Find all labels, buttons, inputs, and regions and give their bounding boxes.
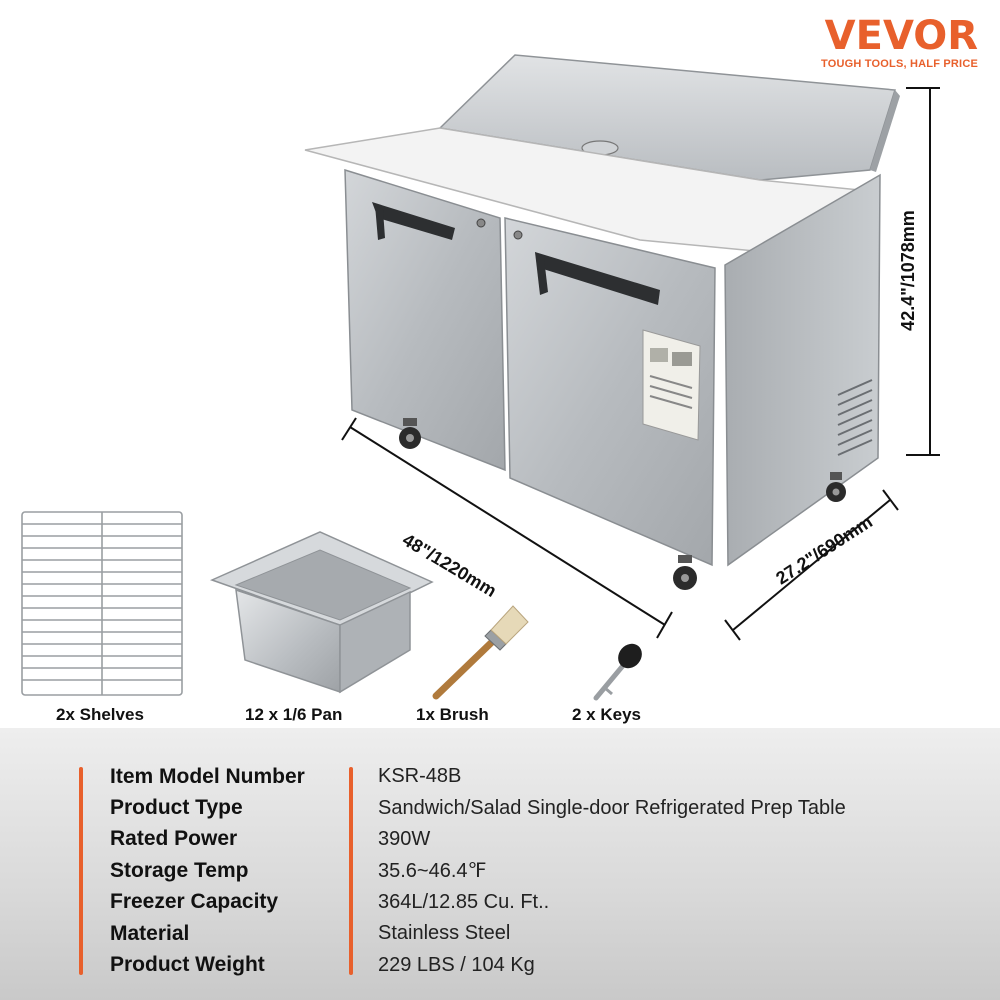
right-door[interactable] xyxy=(504,217,716,567)
spec-label: Item Model Number xyxy=(110,764,305,788)
dimension-lines xyxy=(341,87,940,641)
product-illustration xyxy=(21,54,940,701)
brand-block: VEVOR TOUGH TOOLS, HALF PRICE xyxy=(821,14,978,70)
wire-shelf-icon xyxy=(21,511,183,696)
spec-label: Rated Power xyxy=(110,827,238,851)
spec-label: Storage Temp xyxy=(110,858,249,882)
key-icon xyxy=(593,643,642,701)
brush-icon xyxy=(432,605,529,700)
spec-value: Stainless Steel xyxy=(378,922,511,945)
spec-accent-bar-middle xyxy=(349,767,353,975)
spec-row: Material Stainless Steel xyxy=(110,918,990,949)
accessory-label-shelves: 2x Shelves xyxy=(56,705,144,724)
left-door[interactable] xyxy=(344,168,506,472)
spec-row: Product Weight 229 LBS / 104 Kg xyxy=(110,949,990,980)
brand-logo: VEVOR xyxy=(824,13,978,59)
spec-sticker xyxy=(642,329,701,441)
pan-icon xyxy=(209,531,434,694)
spec-row: Item Model Number KSR-48B xyxy=(110,761,990,792)
spec-accent-bar-left xyxy=(79,767,83,975)
spec-panel xyxy=(0,728,1000,1000)
spec-row: Freezer Capacity 364L/12.85 Cu. Ft.. xyxy=(110,887,990,918)
spec-label: Product Weight xyxy=(110,953,265,977)
spec-row: Rated Power 390W xyxy=(110,824,990,855)
left-lock-icon xyxy=(476,218,486,228)
spec-value: 35.6~46.4℉ xyxy=(378,860,487,883)
brand-tagline: TOUGH TOOLS, HALF PRICE xyxy=(821,58,978,70)
spec-row: Product Type Sandwich/Salad Single-door … xyxy=(110,792,990,823)
height-dimension-label: 42.4"/1078mm xyxy=(897,210,918,331)
spec-label: Freezer Capacity xyxy=(110,890,279,914)
caster-wheels xyxy=(399,418,846,590)
left-door-handle-icon[interactable] xyxy=(372,202,455,240)
spec-value: KSR-48B xyxy=(378,765,462,788)
vent-grille xyxy=(837,379,873,456)
spec-row: Storage Temp 35.6~46.4℉ xyxy=(110,855,990,886)
prep-table-unit xyxy=(304,54,900,590)
spec-table: Item Model Number KSR-48B Product Type S… xyxy=(110,761,990,981)
right-door-handle-icon[interactable] xyxy=(535,252,660,305)
right-lock-icon xyxy=(513,230,523,240)
spec-value: 364L/12.85 Cu. Ft.. xyxy=(378,890,550,913)
spec-label: Product Type xyxy=(110,796,243,820)
spec-value: 229 LBS / 104 Kg xyxy=(378,953,535,976)
accessory-label-brush: 1x Brush xyxy=(416,705,489,724)
spec-value: Sandwich/Salad Single-door Refrigerated … xyxy=(378,796,846,819)
spec-value: 390W xyxy=(378,827,431,850)
accessory-label-keys: 2 x Keys xyxy=(572,705,641,724)
spec-label: Material xyxy=(110,921,190,945)
accessory-label-pan: 12 x 1/6 Pan xyxy=(245,705,343,724)
